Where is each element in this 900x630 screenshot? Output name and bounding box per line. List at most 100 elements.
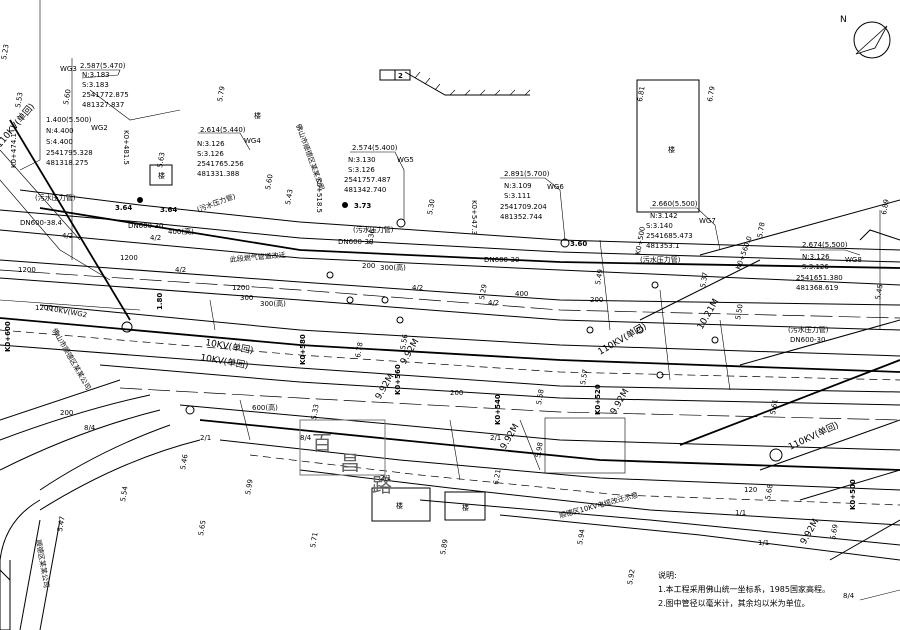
station-mark: K0+500 bbox=[634, 226, 647, 255]
survey-point-wg7: 2.660(5.500) WG7 N:3.142 S:3.140 2541685… bbox=[646, 200, 716, 250]
elevation: 5.46 bbox=[179, 453, 190, 470]
sewer-label: (污水压力管) bbox=[788, 325, 829, 334]
elevation: 5.78 bbox=[756, 222, 767, 239]
station-mark: K0+547.3 bbox=[470, 200, 478, 235]
sewer-label: (污水压力管) bbox=[196, 191, 237, 213]
wg2-line5: 481318.275 bbox=[46, 159, 88, 167]
spot-height: 1.80 bbox=[156, 293, 164, 310]
cable-labels: 110KV(单回) 110KV(单回) 110KV(单回) 10KV(单回) 1… bbox=[0, 101, 840, 547]
diameter-label: 400 bbox=[515, 290, 528, 298]
survey-point-wg4: 2.614(5.440) WG4 N:3.126 S:3.126 2541765… bbox=[197, 126, 261, 178]
notes-title: 说明: bbox=[658, 570, 677, 580]
diameter-label: 1200 bbox=[35, 304, 53, 312]
ratio: 4/2 bbox=[488, 299, 499, 307]
notes-block: 说明: 1.本工程采用佛山统一坐标系，1985国家高程。 2.图中管径以毫米计，… bbox=[658, 570, 830, 608]
wg3-line2: N:3.183 bbox=[82, 71, 110, 79]
station-mark: K0+481.5 bbox=[122, 130, 130, 165]
wg2-line2: N:4.400 bbox=[46, 127, 74, 135]
cable-label: 110KV(单回) bbox=[596, 320, 649, 358]
dn600-label: DN600-30 bbox=[128, 222, 163, 230]
diameter-label: 600(高) bbox=[252, 403, 278, 412]
distance-label: 9.92M bbox=[609, 387, 632, 416]
spot-heights: 3.64 3.64 3.73 3.60 1.80 bbox=[115, 202, 587, 310]
wg5-label: WG5 bbox=[397, 156, 414, 164]
elevation: 5.43 bbox=[284, 189, 295, 206]
spot-height: 3.60 bbox=[570, 240, 587, 248]
wg7-line4: 2541685.473 bbox=[646, 232, 693, 240]
wg7-line3: S:3.140 bbox=[646, 222, 673, 230]
elevation: 5.71 bbox=[309, 532, 320, 549]
elevation: 5.79 bbox=[216, 86, 227, 103]
elevation: 5.92 bbox=[626, 569, 637, 586]
sheet-marker: 2 bbox=[379, 69, 411, 81]
sewer-label: (污水压力管) bbox=[640, 255, 681, 264]
wg6-line5: 481352.744 bbox=[500, 213, 543, 221]
station: K0+600 bbox=[4, 321, 12, 352]
wg3-line4: 2541772.875 bbox=[82, 91, 129, 99]
dn600-label: DN600-30 bbox=[484, 256, 519, 264]
sewer-label: (污水压力管) bbox=[35, 193, 76, 202]
ratio: 1/1 bbox=[735, 509, 746, 517]
elevation: 5.94 bbox=[576, 528, 587, 545]
elevation: 5.60 bbox=[264, 174, 275, 191]
wg4-line4: 2541765.256 bbox=[197, 160, 244, 168]
elevation: 5.36 bbox=[366, 228, 377, 245]
ratio: 4/2 bbox=[62, 232, 73, 240]
diameter-label: 300(高) bbox=[380, 263, 406, 272]
ratio: 2/1 bbox=[380, 474, 391, 482]
ratios: 4/2 4/2 4/2 4/2 4/2 8/4 8/4 2/1 2/1 2/1 … bbox=[62, 232, 855, 600]
ratio: 4/2 bbox=[175, 266, 186, 274]
elevation: 6.89 bbox=[880, 199, 891, 216]
elevation: 5.63 bbox=[156, 152, 167, 169]
wg4-label: WG4 bbox=[244, 137, 261, 145]
ratio: 4/2 bbox=[150, 234, 161, 242]
elevation: 5.50 bbox=[734, 304, 745, 321]
road-name-char-1: 百 bbox=[312, 431, 332, 455]
diameter-label: 1200 bbox=[120, 254, 138, 262]
ratio: 8/4 bbox=[84, 424, 96, 432]
wg7-line2: N:3.142 bbox=[650, 212, 678, 220]
survey-point-wg5: 2.574(5.400) WG5 N:3.130 S:3.126 2541757… bbox=[344, 144, 414, 194]
diameter-label: 1200 bbox=[232, 284, 250, 292]
dn600-label: DN600-30 bbox=[790, 336, 825, 344]
elevation: 5.29 bbox=[478, 284, 489, 301]
wg8-line4: 2541651.380 bbox=[796, 274, 843, 282]
building-label: 楼 bbox=[462, 503, 469, 512]
wg4-line5: 481331.388 bbox=[197, 170, 239, 178]
elevation: 5.53 bbox=[14, 92, 25, 109]
elevation: 5.23 bbox=[0, 44, 11, 61]
elevation: 5.30 bbox=[426, 199, 437, 216]
wg7-line5: 481353.1 bbox=[646, 242, 679, 250]
wg4-line1: 2.614(5.440) bbox=[200, 126, 246, 134]
wg7-line1: 2.660(5.500) bbox=[652, 200, 698, 208]
dn600-label: DN600-38.4 bbox=[20, 219, 63, 227]
diameter-label: 200 bbox=[60, 409, 73, 417]
station-mark: K0+518.5 bbox=[315, 178, 323, 213]
elevation: 5.89 bbox=[439, 539, 450, 556]
station: K0+560 bbox=[394, 364, 402, 395]
station: K0+580 bbox=[299, 334, 307, 365]
elevation: 5.47 bbox=[56, 516, 67, 533]
elevation: 6.81 bbox=[636, 86, 647, 103]
distance-label: 10.21M bbox=[696, 297, 721, 331]
ratio: 4/2 bbox=[412, 284, 423, 292]
elevation: 5.58 bbox=[535, 389, 546, 406]
company-label: 顺德区某某公司 bbox=[34, 539, 51, 589]
ratio: 8/4 bbox=[843, 592, 855, 600]
wg5-line5: 481342.740 bbox=[344, 186, 386, 194]
wg2-line4: 2541795.328 bbox=[46, 149, 93, 157]
distance-label: 9.92M bbox=[499, 422, 522, 451]
road-name-char-3: 路 bbox=[372, 473, 392, 497]
station-mark: K0+474.1 bbox=[10, 133, 18, 168]
leader-lines bbox=[80, 69, 861, 256]
elevation: 5.98 bbox=[534, 442, 545, 459]
wg5-line1: 2.574(5.400) bbox=[352, 144, 398, 152]
wg7-label: WG7 bbox=[699, 217, 716, 225]
wg8-line5: 481368.619 bbox=[796, 284, 838, 292]
elevations: 5.53 5.60 5.79 6.81 6.79 5.63 5.43 5.30 … bbox=[0, 44, 891, 586]
survey-point-wg8: 2.674(5.500) WG8 N:3.126 S:3.126 2541651… bbox=[796, 241, 862, 292]
wg6-line4: 2541709.204 bbox=[500, 203, 547, 211]
wg5-line3: S:3.126 bbox=[348, 166, 375, 174]
diameter-label: 300(高) bbox=[260, 299, 286, 308]
elevation: 5.65 bbox=[197, 520, 208, 537]
